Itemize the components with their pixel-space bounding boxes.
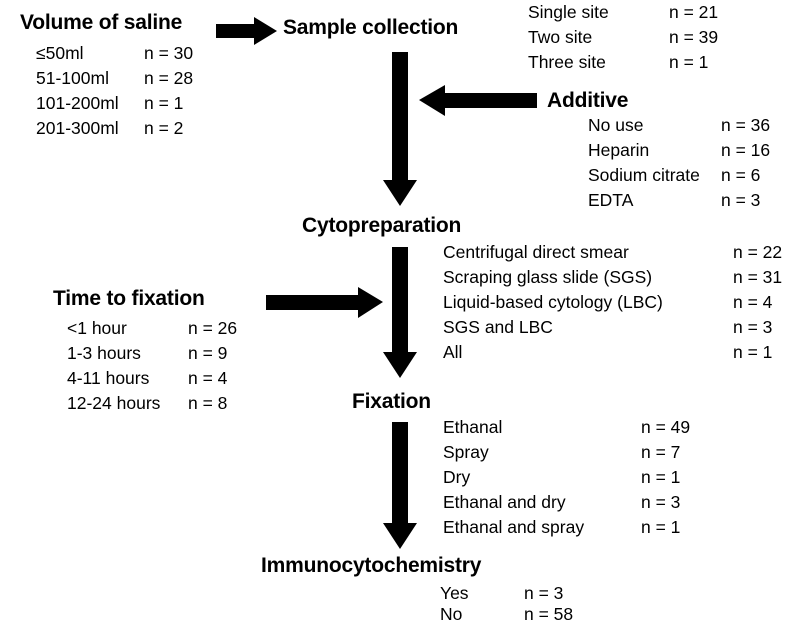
arrow-additive-to-main-flow — [418, 84, 538, 117]
detail-count: n = 3 — [733, 317, 773, 337]
detail-count: n = 58 — [524, 604, 574, 624]
detail-label: EDTA — [588, 190, 634, 210]
detail-count: n = 4 — [733, 292, 773, 312]
detail-count: n = 3 — [641, 492, 681, 512]
arrow-time-to-fixation-to-main-flow — [266, 286, 384, 319]
detail-label: Dry — [443, 467, 471, 487]
detail-count: n = 6 — [721, 165, 761, 185]
arrow-fixation-to-immunocytochemistry — [375, 422, 425, 550]
detail-label: Liquid-based cytology (LBC) — [443, 292, 663, 312]
detail-label: 12-24 hours — [67, 393, 161, 413]
node-title-additive: Additive — [547, 89, 629, 112]
detail-count: n = 16 — [721, 140, 771, 160]
detail-label: Three site — [528, 52, 606, 72]
detail-count: n = 31 — [733, 267, 783, 287]
detail-count: n = 1 — [733, 342, 773, 362]
detail-count: n = 26 — [188, 318, 238, 338]
detail-label: Scraping glass slide (SGS) — [443, 267, 653, 287]
detail-count: n = 21 — [669, 2, 719, 22]
arrow-sample-collection-to-cytopreparation — [375, 52, 425, 207]
detail-count: n = 8 — [188, 393, 228, 413]
detail-label: SGS and LBC — [443, 317, 553, 337]
detail-label: No use — [588, 115, 644, 135]
node-title-fixation: Fixation — [352, 390, 431, 413]
detail-count: n = 7 — [641, 442, 681, 462]
detail-count: n = 1 — [641, 467, 681, 487]
detail-count: n = 49 — [641, 417, 691, 437]
detail-label: Single site — [528, 2, 609, 22]
detail-label: All — [443, 342, 463, 362]
node-title-cytopreparation: Cytopreparation — [302, 214, 462, 237]
node-title-volume-of-saline: Volume of saline — [20, 11, 183, 34]
detail-count: n = 36 — [721, 115, 771, 135]
detail-label: Spray — [443, 442, 489, 462]
node-title-time-to-fixation: Time to fixation — [53, 287, 205, 310]
detail-count: n = 2 — [144, 118, 184, 138]
detail-count: n = 9 — [188, 343, 228, 363]
detail-count: n = 28 — [144, 68, 194, 88]
detail-label: <1 hour — [67, 318, 127, 338]
detail-count: n = 22 — [733, 242, 783, 262]
detail-count: n = 1 — [669, 52, 709, 72]
detail-label: Ethanal — [443, 417, 503, 437]
detail-count: n = 1 — [144, 93, 184, 113]
detail-label: ≤50ml — [36, 43, 84, 63]
detail-label: 101-200ml — [36, 93, 119, 113]
detail-label: 4-11 hours — [67, 368, 150, 388]
node-title-sample-collection: Sample collection — [283, 16, 459, 39]
detail-label: 51-100ml — [36, 68, 109, 88]
detail-count: n = 30 — [144, 43, 194, 63]
detail-count: n = 39 — [669, 27, 719, 47]
detail-label: Sodium citrate — [588, 165, 700, 185]
arrow-cytopreparation-to-fixation — [375, 247, 425, 379]
detail-count: n = 3 — [721, 190, 761, 210]
node-title-immunocytochemistry: Immunocytochemistry — [261, 554, 482, 577]
detail-label: No — [440, 604, 463, 624]
detail-count: n = 4 — [188, 368, 228, 388]
detail-label: Ethanal and spray — [443, 517, 585, 537]
detail-label: Yes — [440, 583, 469, 603]
detail-label: Two site — [528, 27, 593, 47]
arrow-volume-to-sample-collection — [216, 16, 278, 46]
detail-label: Ethanal and dry — [443, 492, 566, 512]
detail-label: Centrifugal direct smear — [443, 242, 629, 262]
detail-count: n = 1 — [641, 517, 681, 537]
detail-count: n = 3 — [524, 583, 564, 603]
detail-label: 201-300ml — [36, 118, 119, 138]
detail-label: 1-3 hours — [67, 343, 141, 363]
detail-label: Heparin — [588, 140, 650, 160]
